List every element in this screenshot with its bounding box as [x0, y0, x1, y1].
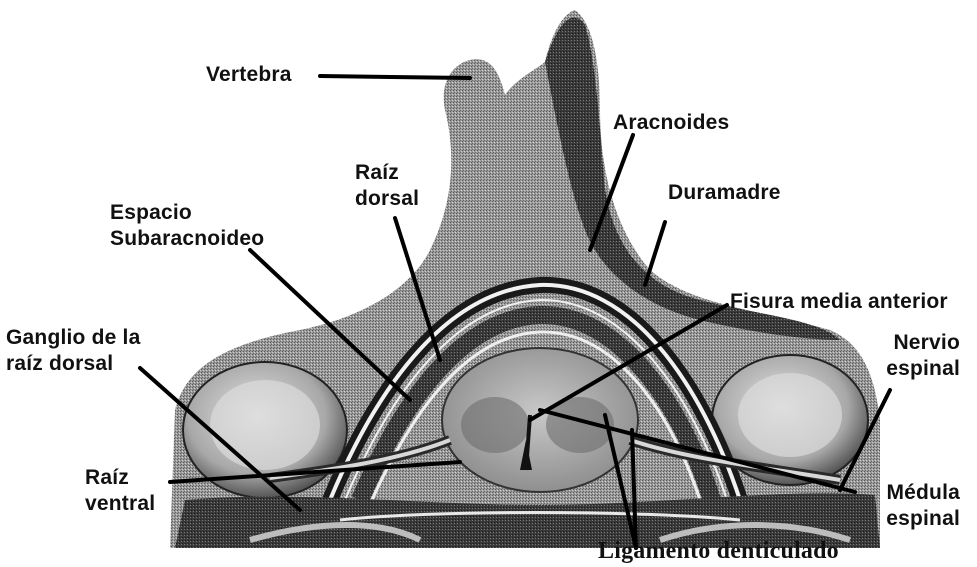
label-raiz-ventral: Raíz ventral: [85, 465, 155, 517]
label-ligamento-denticulado: Ligamento denticulado: [598, 538, 839, 564]
label-raiz-dorsal: Raíz dorsal: [355, 160, 419, 212]
label-ganglio-line1: Ganglio de la: [6, 325, 140, 351]
label-nervio-line1: Nervio: [860, 330, 960, 356]
label-raiz-ventral-line1: Raíz: [85, 465, 155, 491]
label-aracnoides: Aracnoides: [613, 110, 729, 136]
label-medula-line2: espinal: [860, 506, 960, 532]
label-espacio-subaracnoideo: Espacio Subaracnoideo: [110, 200, 264, 252]
label-raiz-dorsal-line1: Raíz: [355, 160, 419, 186]
label-medula-line1: Médula: [860, 480, 960, 506]
label-medula-espinal: Médula espinal: [860, 480, 960, 532]
label-espacio-line2: Subaracnoideo: [110, 226, 264, 252]
label-duramadre: Duramadre: [668, 180, 781, 206]
label-raiz-ventral-line2: ventral: [85, 491, 155, 517]
label-nervio-line2: espinal: [860, 356, 960, 382]
label-nervio-espinal: Nervio espinal: [860, 330, 960, 382]
label-fisura-media-anterior: Fisura media anterior: [730, 289, 948, 315]
label-ganglio-raiz-dorsal: Ganglio de la raíz dorsal: [6, 325, 140, 377]
label-vertebra: Vertebra: [206, 62, 292, 88]
pointer-vertebra: [320, 76, 470, 78]
label-espacio-line1: Espacio: [110, 200, 264, 226]
label-ganglio-line2: raíz dorsal: [6, 351, 140, 377]
label-raiz-dorsal-line2: dorsal: [355, 186, 419, 212]
